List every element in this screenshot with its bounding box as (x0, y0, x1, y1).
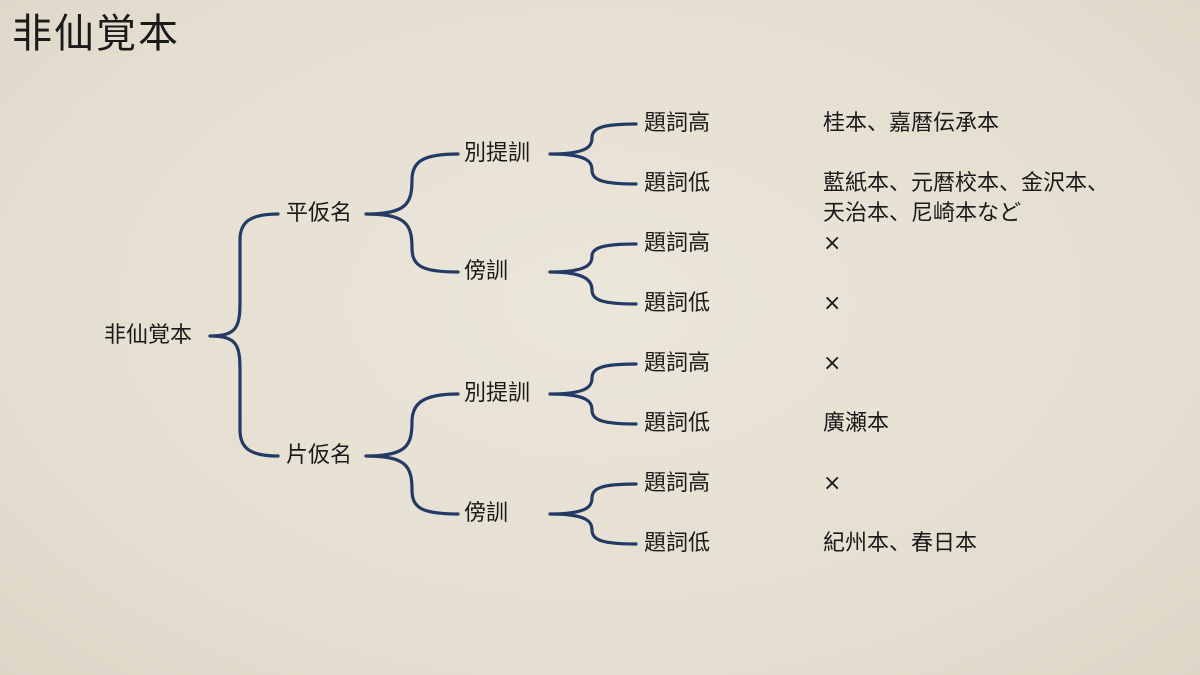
note-5: × (823, 349, 841, 379)
tree-node-l2-4: 傍訓 (464, 501, 509, 526)
tree-leaf-3: 題詞高 (644, 231, 711, 256)
tree-leaf-6: 題詞低 (644, 411, 711, 436)
tree-node-l2-1: 別提訓 (464, 141, 531, 166)
note-7: × (823, 469, 841, 499)
note-2-line-2: 天治本、尼崎本など (823, 201, 1022, 226)
tree-leaf-5: 題詞高 (644, 351, 711, 376)
note-2-line-1: 藍紙本、元暦校本、金沢本、 (823, 171, 1110, 196)
note-4-line-1: × (823, 291, 842, 316)
note-1-line-1: 桂本、嘉暦伝承本 (823, 111, 1000, 136)
tree-node-katakana: 片仮名 (286, 443, 353, 468)
tree-root-label: 非仙覚本 (104, 323, 193, 348)
tree-leaf-8: 題詞低 (644, 531, 711, 556)
tree-leaf-1: 題詞高 (644, 111, 711, 136)
tree-leaf-7: 題詞高 (644, 471, 711, 496)
tree-node-l2-3: 別提訓 (464, 381, 531, 406)
note-4: × (823, 289, 841, 319)
note-2: 藍紙本、元暦校本、金沢本、 天治本、尼崎本など (823, 169, 1109, 229)
connector-l2-3 (548, 362, 638, 426)
note-7-line-1: × (823, 471, 842, 496)
connector-root (208, 212, 280, 458)
connector-katakana (364, 392, 460, 516)
page-title: 非仙覚本 (12, 11, 180, 57)
connector-l2-1 (548, 122, 638, 186)
connector-hiragana (364, 152, 460, 274)
note-1: 桂本、嘉暦伝承本 (823, 109, 999, 139)
tree-node-l2-2: 傍訓 (464, 259, 509, 284)
tree-leaf-2: 題詞低 (644, 171, 711, 196)
connector-l2-4 (548, 482, 638, 546)
connector-l2-2 (548, 242, 638, 306)
note-8: 紀州本、春日本 (823, 529, 977, 559)
note-3: × (823, 229, 841, 259)
note-3-line-1: × (823, 231, 842, 256)
note-6-line-1: 廣瀬本 (823, 411, 890, 436)
note-6: 廣瀬本 (823, 409, 889, 439)
note-8-line-1: 紀州本、春日本 (823, 531, 978, 556)
tree-leaf-4: 題詞低 (644, 291, 711, 316)
note-5-line-1: × (823, 351, 842, 376)
tree-node-hiragana: 平仮名 (286, 201, 353, 226)
